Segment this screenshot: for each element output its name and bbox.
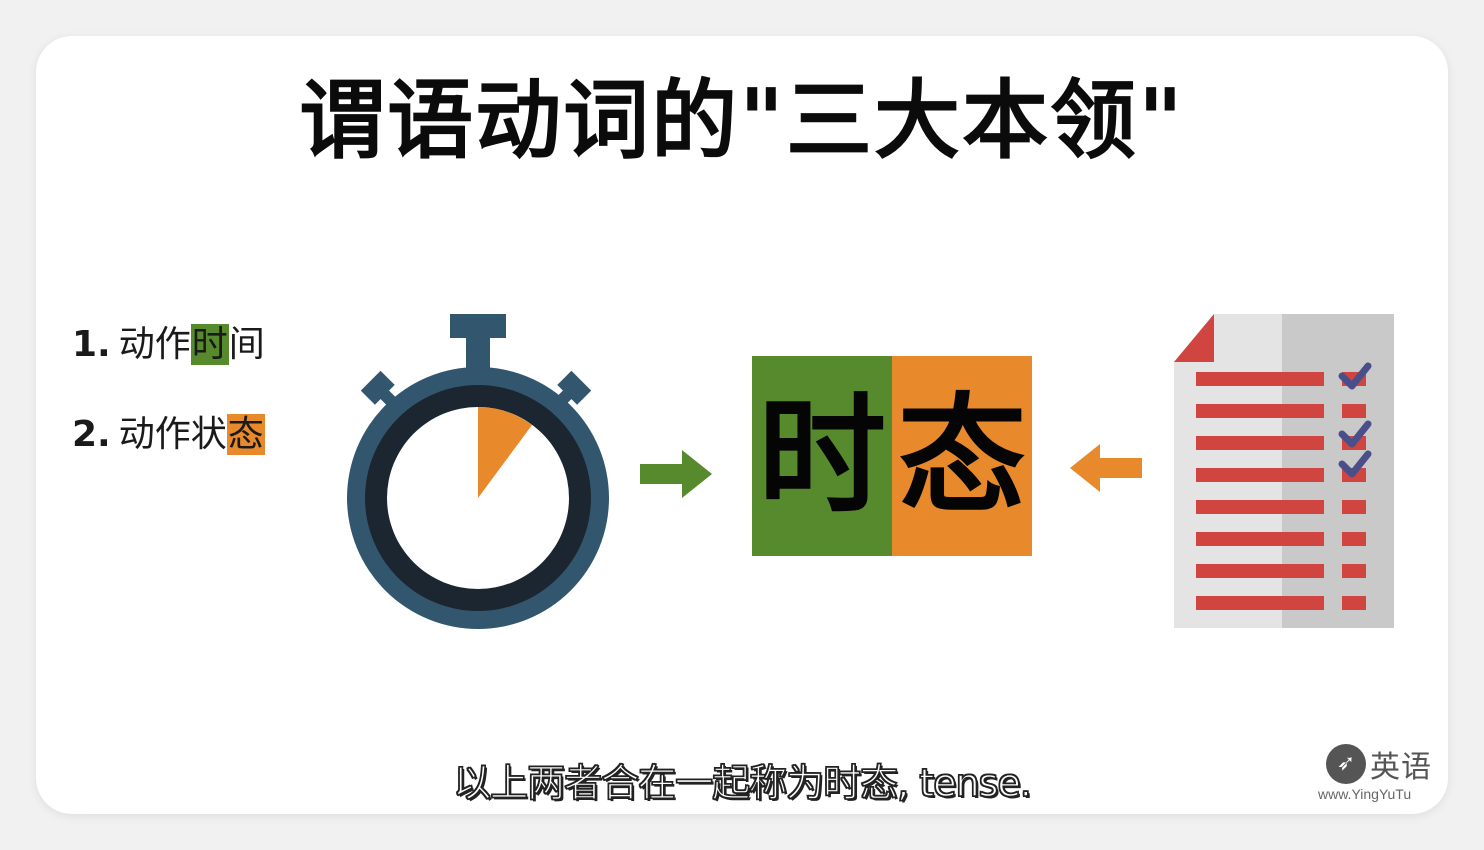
list-highlight-orange: 态 [226,414,265,455]
subtitle-caption: 以上两者合在一起称为时态, tense. [452,760,1032,805]
slide-card: 谓语动词的"三大本领" 1.动作时间 2.动作状态 时 态 [36,36,1448,814]
list-highlight-green: 时 [190,324,229,365]
feature-list: 1.动作时间 2.动作状态 [72,322,265,502]
list-number: 1. [72,324,111,365]
brand-url: www.YingYuTu [1318,786,1412,802]
list-item-action-time: 1.动作时间 [72,322,265,368]
slide-title: 谓语动词的"三大本领" [299,70,1185,171]
tense-char-state: 态 [892,356,1032,556]
arrow-left-icon [1070,444,1142,492]
list-text-suffix: 间 [228,324,265,365]
stopwatch-icon [347,314,609,629]
list-text-prefix: 动作状 [118,414,227,455]
brand-name: 英语 [1370,750,1432,785]
tense-box: 时 态 [752,356,1032,556]
tense-char-time: 时 [752,356,892,556]
list-item-action-state: 2.动作状态 [72,412,265,458]
yingyutu-logo-icon: ➶ [1326,744,1366,784]
arrow-right-icon [640,450,712,498]
list-text-prefix: 动作 [118,324,191,365]
list-number: 2. [72,414,111,455]
brand-watermark: ➶ 英语 www.YingYuTu [1318,740,1444,804]
checklist-document-icon [1174,314,1394,628]
